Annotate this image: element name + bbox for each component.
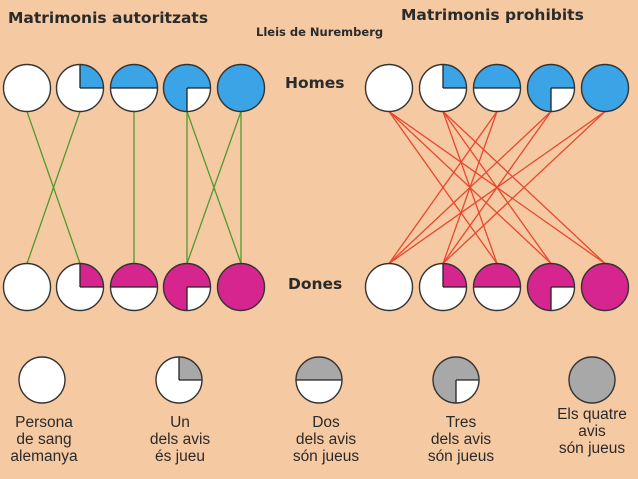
prohibited-man-circle-three-quarters [526, 63, 576, 113]
allowed-man-circle-none [2, 63, 52, 113]
prohibited-line-m4-w1 [442, 111, 606, 264]
allowed-line-m1-w0 [26, 111, 81, 264]
allowed-woman-circle-three-quarters [162, 262, 212, 312]
allowed-man-circle-two-quarters [109, 63, 159, 113]
allowed-man-circle-one-quarter [55, 63, 105, 113]
prohibited-woman-circle-one-quarter [418, 262, 468, 312]
prohibited-woman-circle-three-quarters [526, 262, 576, 312]
prohibited-marriages-title: Matrimonis prohibits [401, 6, 584, 24]
allowed-line-m4-w3 [186, 111, 242, 264]
legend-circle-three-quarters [432, 356, 480, 404]
prohibited-woman-circle-two-quarters [472, 262, 522, 312]
allowed-man-circle-full [216, 63, 266, 113]
legend-label-three-grandparents: Tres dels avis són jueus [427, 414, 495, 465]
allowed-woman-circle-none [2, 262, 52, 312]
legend-label-german-blood: Persona de sang alemanya [10, 414, 78, 465]
allowed-woman-circle-two-quarters [109, 262, 159, 312]
prohibited-line-m4-w0 [388, 110, 606, 265]
legend-label-one-grandparent: Un dels avis és jueu [149, 414, 211, 465]
legend-label-two-grandparents: Dos dels avis són jueus [292, 414, 360, 465]
prohibited-man-circle-full [580, 63, 630, 113]
legend-label-four-grandparents: Els quatre avis són jueus [557, 406, 627, 457]
allowed-woman-circle-full [216, 262, 266, 312]
legend-circle-none [18, 356, 66, 404]
prohibited-man-circle-one-quarter [418, 63, 468, 113]
men-row-label: Homes [285, 74, 345, 92]
category-circles [2, 63, 630, 404]
prohibited-woman-circle-none [364, 262, 414, 312]
prohibited-woman-circle-full [580, 262, 630, 312]
nuremberg-laws-title: Lleis de Nuremberg [256, 25, 384, 39]
legend-circle-full [568, 356, 616, 404]
legend-circle-one-quarter [155, 356, 203, 404]
allowed-marriages-title: Matrimonis autoritzats [8, 9, 209, 27]
prohibited-line-m3-w0 [388, 111, 552, 264]
women-row-label: Dones [288, 275, 343, 293]
prohibited-line-m2-w0 [388, 111, 498, 264]
allowed-man-circle-three-quarters [162, 63, 212, 113]
prohibited-man-circle-two-quarters [472, 63, 522, 113]
prohibited-man-circle-none [364, 63, 414, 113]
legend-circle-two-quarters [295, 356, 343, 404]
allowed-woman-circle-one-quarter [55, 262, 105, 312]
marriage-lines [26, 110, 606, 265]
